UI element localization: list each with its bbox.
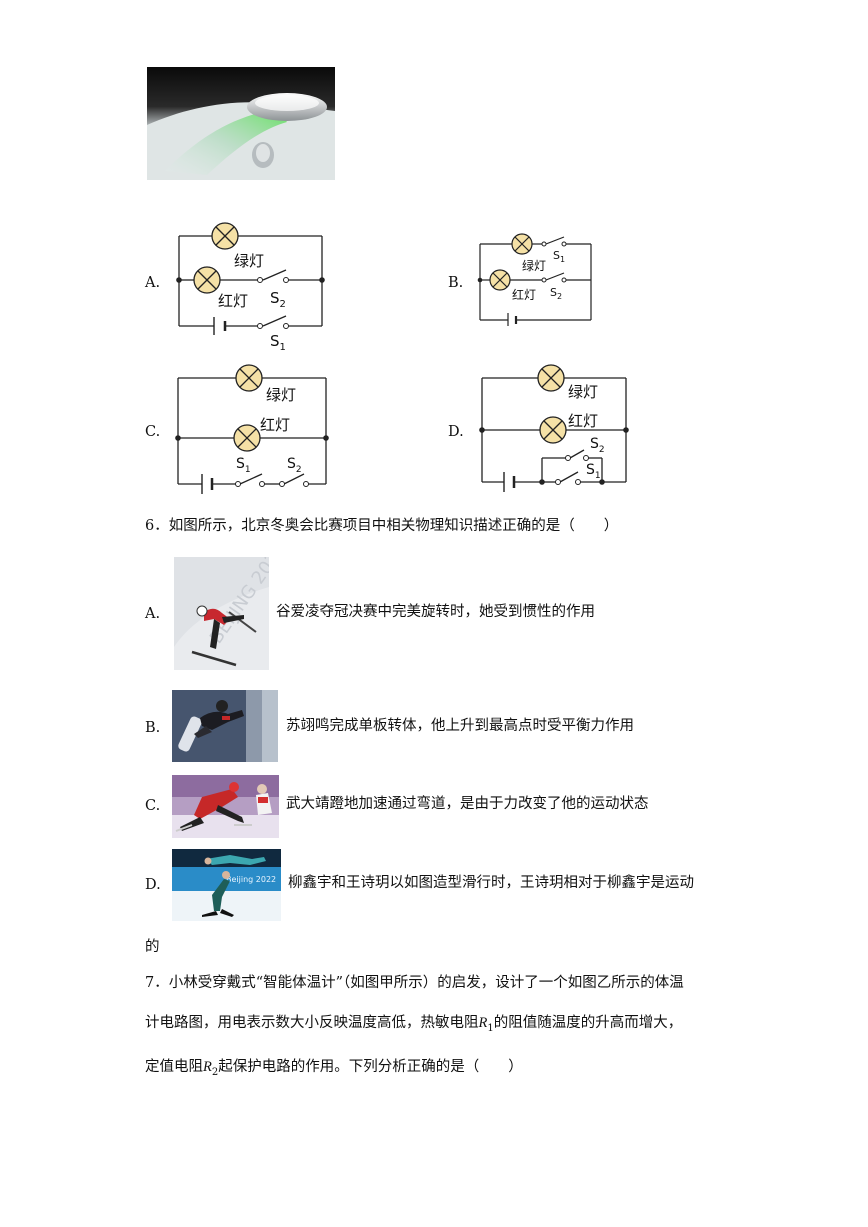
svg-text:S1: S1 — [236, 456, 251, 475]
q6-option-c-letter: C. — [145, 798, 161, 814]
q6-option-a-letter: A. — [145, 606, 161, 622]
green-light-label: 绿灯 — [234, 252, 264, 270]
circuit-diagram-d: 绿灯 红灯 S2 S1 — [479, 364, 629, 492]
svg-text:绿灯: 绿灯 — [266, 386, 296, 404]
question-7-line-3: 定值电阻R2起保护电路的作用。下列分析正确的是（ ） — [145, 1059, 523, 1078]
lamp-icon — [235, 364, 263, 392]
photo-banner-text: Beijing 2022 — [226, 875, 276, 884]
lamp-icon — [489, 269, 511, 291]
svg-text:S1: S1 — [553, 249, 565, 264]
lamp-icon — [539, 416, 567, 444]
svg-text:红灯: 红灯 — [568, 412, 598, 430]
svg-text:绿灯: 绿灯 — [522, 258, 546, 273]
circuit-diagram-c: 绿灯 红灯 S1 S2 — [175, 364, 329, 494]
figure-skaters-photo: Beijing 2022 — [172, 849, 281, 921]
q6-option-d-text: 柳鑫宇和王诗玥以如图造型滑行时，王诗玥相对于柳鑫宇是运动 — [288, 875, 694, 891]
svg-text:绿灯: 绿灯 — [568, 383, 598, 401]
faucet-photo — [147, 67, 335, 180]
q6-option-d-letter: D. — [145, 877, 161, 893]
lamp-icon — [233, 424, 261, 452]
red-light-label: 红灯 — [218, 292, 248, 310]
svg-text:红灯: 红灯 — [512, 287, 536, 302]
q6-option-b-text: 苏翊鸣完成单板转体，他上升到最高点时受平衡力作用 — [286, 718, 634, 734]
svg-text:S2: S2 — [550, 286, 562, 301]
svg-text:红灯: 红灯 — [260, 416, 290, 434]
snowboarder-photo — [172, 690, 278, 762]
question-6-stem: 6．如图所示，北京冬奥会比赛项目中相关物理知识描述正确的是（ ） — [145, 518, 619, 534]
circuit-diagram-a: 绿灯 红灯 S2 S1 — [176, 222, 325, 350]
circuit-diagram-b: 绿灯 红灯 S1 S2 — [477, 233, 592, 326]
lamp-icon — [211, 222, 239, 250]
svg-text:S1: S1 — [586, 462, 601, 481]
svg-text:S2: S2 — [590, 436, 605, 455]
question-7-line-2: 计电路图，用电表示数大小反映温度高低，热敏电阻R1的阻值随温度的升高而增大， — [145, 1015, 683, 1034]
option-a-label: A. — [145, 275, 161, 291]
question-7-line-1: 7．小林受穿戴式“智能体温计”（如图甲所示）的启发，设计了一个如图乙所示的体温 — [145, 975, 684, 991]
q6-option-c-text: 武大靖蹬地加速通过弯道，是由于力改变了他的运动状态 — [286, 796, 649, 812]
option-d-label: D. — [448, 424, 464, 440]
lamp-icon — [511, 233, 533, 255]
svg-text:S1: S1 — [270, 332, 286, 350]
q6-option-a-text: 谷爱凌夺冠决赛中完美旋转时，她受到惯性的作用 — [276, 604, 595, 620]
option-b-label: B. — [448, 275, 464, 291]
svg-text:S2: S2 — [287, 456, 302, 475]
q6-option-d-continuation: 的 — [145, 939, 160, 955]
speed-skater-photo — [172, 775, 279, 838]
q6-option-b-letter: B. — [145, 720, 161, 736]
skier-photo: BEIJING 2022 — [174, 557, 269, 670]
option-c-label: C. — [145, 424, 161, 440]
svg-text:S2: S2 — [270, 289, 286, 310]
lamp-icon — [193, 266, 221, 294]
lamp-icon — [537, 364, 565, 392]
